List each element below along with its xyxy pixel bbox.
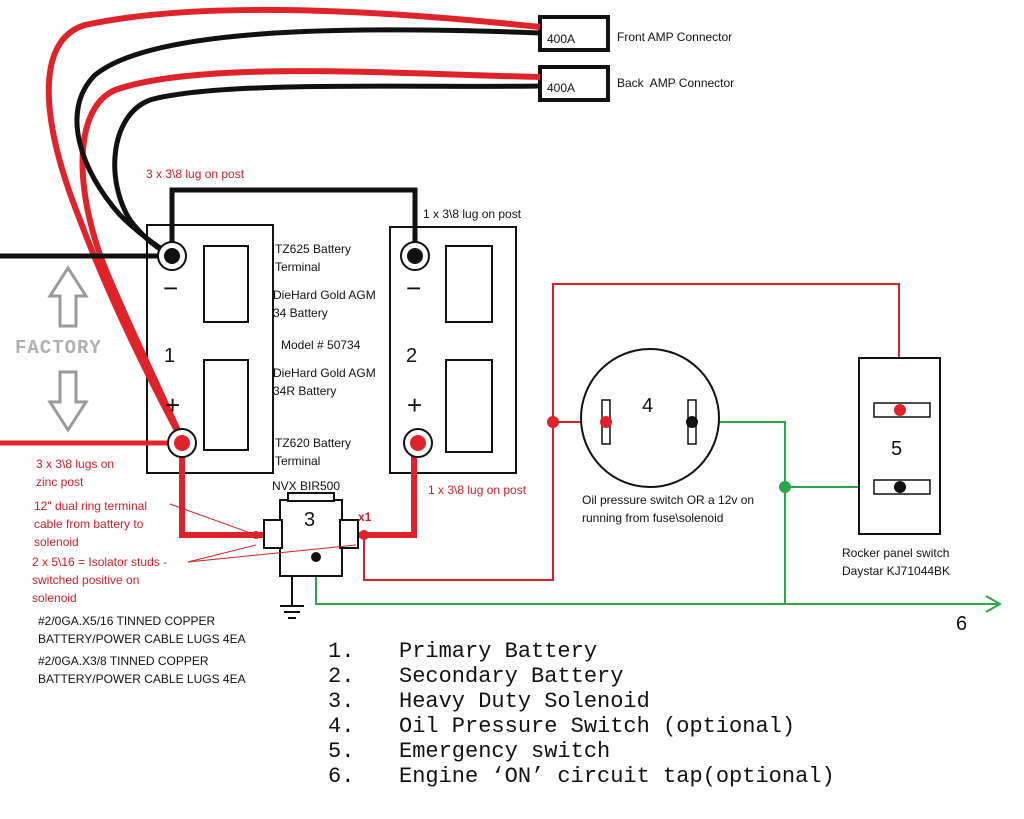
back-connector-label: Back AMP Connector — [617, 76, 734, 90]
secondary-positive-symbol: + — [407, 390, 422, 420]
back-negative-cable — [112, 83, 541, 259]
legend-text-5: Emergency switch — [399, 739, 610, 764]
pos-post-label-1: 3 x 3\8 lugs on — [36, 457, 114, 471]
secondary-pos-post-label: 1 x 3\8 lug on post — [428, 483, 527, 497]
signal-junction-dot — [779, 481, 791, 493]
battery-model-label: Model # 50734 — [281, 338, 361, 352]
oil-pressure-switch-body — [580, 348, 720, 488]
solenoid-x1-label: x1 — [358, 510, 372, 524]
oil-switch-number: 4 — [642, 395, 653, 417]
stud-label-3: solenoid — [32, 591, 77, 605]
legend-text-4: Oil Pressure Switch (optional) — [399, 714, 795, 739]
primary-positive-post-core — [174, 435, 190, 451]
legend-num-3: 3. — [328, 689, 354, 714]
legend-text-2: Secondary Battery — [399, 664, 623, 689]
factory-label: FACTORY — [15, 337, 102, 359]
lug-note-2-line-2: BATTERY/POWER CABLE LUGS 4EA — [38, 672, 246, 686]
oil-switch-output-wire — [692, 421, 786, 604]
primary-negative-symbol: − — [163, 273, 178, 303]
oil-switch-right-dot — [686, 416, 698, 428]
solenoid-right-stud — [339, 519, 359, 549]
secondary-battery-number: 2 — [406, 345, 417, 367]
rocker-bottom-dot — [894, 481, 906, 493]
secondary-battery-line-2: 34R Battery — [273, 384, 336, 398]
pos-terminal-line-1: TZ620 Battery — [275, 436, 351, 450]
stud-callout-leader-right — [187, 544, 357, 563]
solenoid-x1-dot — [359, 530, 369, 540]
negative-link-cable — [169, 187, 418, 256]
stud-label-1: 2 x 5\16 = Isolator studs - — [32, 555, 167, 569]
rocker-switch-number: 5 — [891, 438, 902, 460]
back-amp-connector — [538, 65, 610, 102]
secondary-positive-post-core — [410, 435, 426, 451]
engine-tap-arrow — [985, 595, 1003, 613]
front-positive-cable — [45, 6, 541, 442]
pos-post-label-2: zinc post — [36, 475, 84, 489]
primary-battery-cell-top — [203, 245, 249, 323]
stud-callout-leader-left — [187, 544, 257, 563]
factory-down-arrow-icon — [47, 370, 89, 433]
oil-switch-label-1: Oil pressure switch OR a 12v on — [582, 493, 754, 507]
stud-label-2: switched positive on — [32, 573, 139, 587]
cable-label-1: 12" dual ring terminal — [34, 499, 147, 513]
back-positive-cable — [79, 68, 541, 442]
rocker-top-dot — [894, 404, 906, 416]
solenoid-cap — [287, 492, 335, 502]
legend-num-4: 4. — [328, 714, 354, 739]
primary-battery-line-1: DieHard Gold AGM — [273, 288, 376, 302]
front-amp-connector — [538, 15, 610, 52]
neg-terminal-line-2: Terminal — [275, 260, 320, 274]
primary-to-solenoid-cable — [179, 443, 266, 538]
feed-junction-dot — [547, 416, 559, 428]
legend: 1. Primary Battery 2. Secondary Battery … — [328, 639, 835, 789]
primary-battery-line-2: 34 Battery — [273, 306, 328, 320]
solenoid-trigger-dot — [311, 552, 321, 562]
primary-battery-cell-bottom — [203, 359, 249, 451]
cable-label-3: solenoid — [34, 535, 79, 549]
solenoid-to-secondary-cable — [352, 443, 417, 538]
lug-note-1-line-2: BATTERY/POWER CABLE LUGS 4EA — [38, 632, 246, 646]
primary-positive-symbol: + — [165, 390, 180, 420]
solenoid-number: 3 — [304, 509, 315, 531]
oil-switch-left-dot — [600, 416, 612, 428]
legend-text-1: Primary Battery — [399, 639, 597, 664]
secondary-battery-cell-bottom — [445, 359, 493, 453]
front-connector-label: Front AMP Connector — [617, 30, 732, 44]
lug-note-1-line-1: #2/0GA.X5/16 TINNED COPPER — [38, 614, 216, 628]
pos-terminal-line-2: Terminal — [275, 454, 320, 468]
legend-num-2: 2. — [328, 664, 354, 689]
secondary-battery-cell-top — [445, 245, 493, 323]
rocker-switch-body — [858, 357, 941, 535]
front-connector-rating: 400A — [547, 32, 575, 46]
legend-text-3: Heavy Duty Solenoid — [399, 689, 650, 714]
switched-positive-wire — [363, 283, 900, 581]
cable-callout-leader — [169, 503, 257, 536]
secondary-neg-post-label: 1 x 3\8 lug on post — [423, 207, 522, 221]
primary-battery-number: 1 — [164, 345, 175, 367]
cable-label-2: cable from battery to — [34, 517, 144, 531]
rocker-switch-label-1: Rocker panel switch — [842, 546, 949, 560]
front-negative-cable — [74, 27, 541, 259]
neg-terminal-line-1: TZ625 Battery — [275, 242, 351, 256]
lug-note-2-line-1: #2/0GA.X3/8 TINNED COPPER — [38, 654, 209, 668]
secondary-negative-post-core — [407, 248, 423, 264]
legend-text-6: Engine ‘ON’ circuit tap(optional) — [399, 764, 835, 789]
solenoid-left-stud — [263, 519, 283, 549]
rocker-switch-label-2: Daystar KJ71044BK — [842, 564, 950, 578]
legend-num-6: 6. — [328, 764, 354, 789]
solenoid-model-label: NVX BIR500 — [272, 479, 340, 493]
legend-num-1: 1. — [328, 639, 354, 664]
oil-switch-label-2: running from fuse\solenoid — [582, 511, 723, 525]
back-connector-rating: 400A — [547, 81, 575, 95]
legend-num-5: 5. — [328, 739, 354, 764]
factory-up-arrow-icon — [47, 265, 89, 328]
secondary-negative-symbol: − — [406, 273, 421, 303]
primary-negative-post-core — [164, 248, 180, 264]
secondary-battery-line-1: DieHard Gold AGM — [273, 366, 376, 380]
primary-neg-post-label: 3 x 3\8 lug on post — [146, 167, 245, 181]
engine-tap-number: 6 — [956, 613, 967, 635]
